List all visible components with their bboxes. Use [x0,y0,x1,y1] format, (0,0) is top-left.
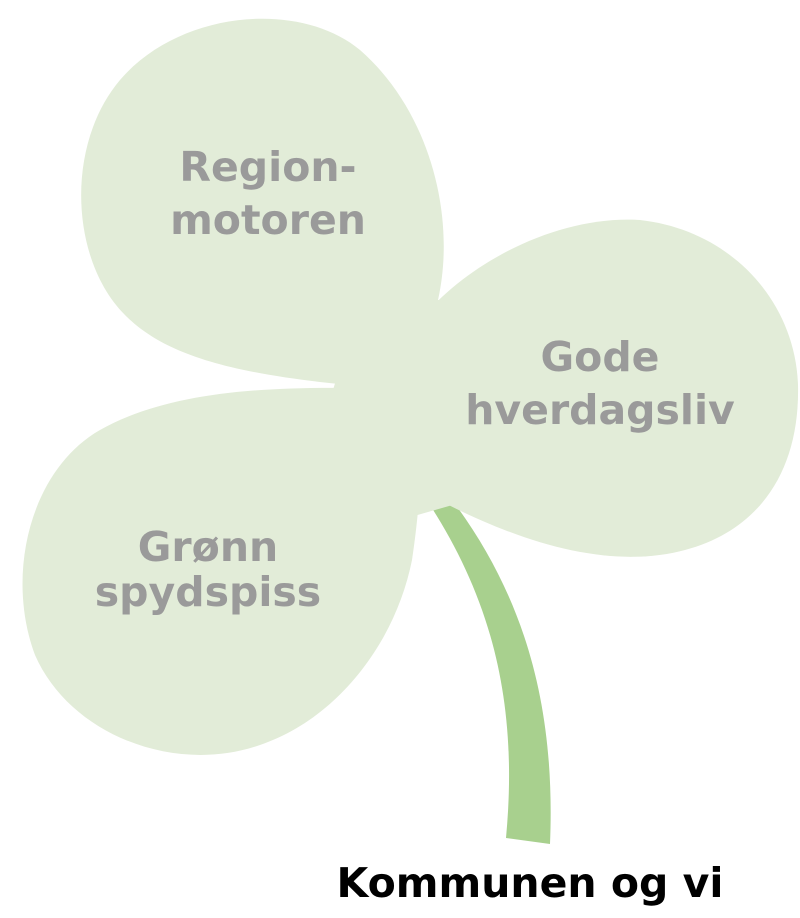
leaf-right-label-line1: Gode [541,333,660,381]
leaf-left-label-line1: Grønn [138,523,278,571]
leaf-top [81,18,444,390]
clover-center [330,300,470,520]
leaf-left-label-line2: spydspiss [95,568,321,616]
leaf-top-label-line1: Region- [179,143,356,191]
leaf-left [22,387,420,755]
clover-stem [420,482,551,844]
leaf-right-label-line2: hverdagsliv [465,386,735,434]
diagram-caption: Kommunen og vi [336,859,724,907]
leaf-top-label-line2: motoren [170,196,366,244]
leaf-right [420,219,799,557]
